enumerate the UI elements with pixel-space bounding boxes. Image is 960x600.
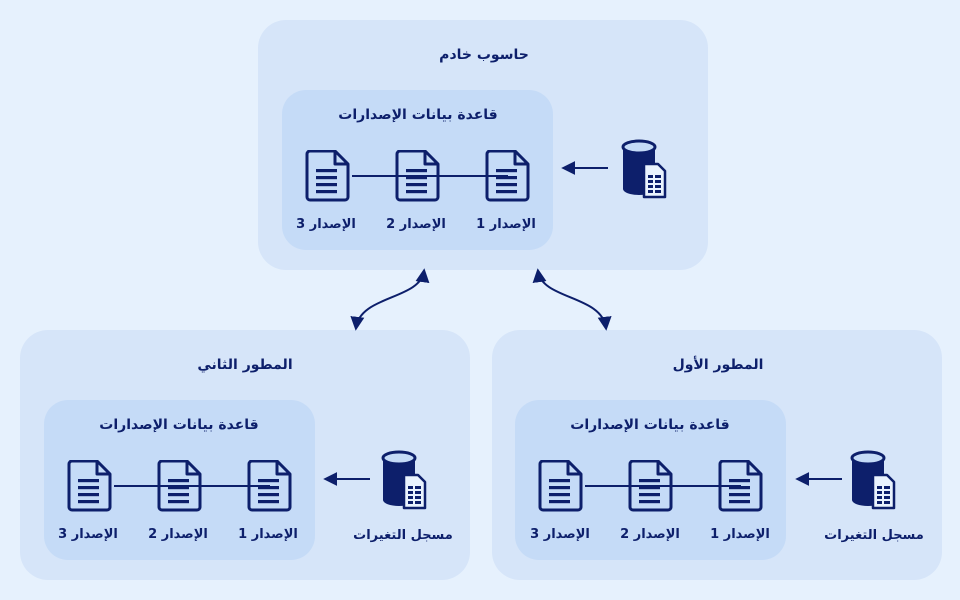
version-2-label: الإصدار 2 — [148, 527, 208, 542]
version-3-label: الإصدار 3 — [530, 527, 590, 542]
server-database-title: قاعدة بيانات الإصدارات — [338, 107, 498, 123]
connector-line — [585, 485, 741, 487]
version-1-label: الإصدار 1 — [476, 217, 536, 232]
developer-two-panel: المطور الثاني قاعدة بيانات الإصدارات الإ… — [20, 330, 470, 580]
version-2-label: الإصدار 2 — [386, 217, 446, 232]
developer-one-database-title: قاعدة بيانات الإصدارات — [570, 417, 730, 433]
developer-two-database-title: قاعدة بيانات الإصدارات — [99, 417, 259, 433]
server-title: حاسوب خادم — [439, 47, 529, 63]
developer-two-title: المطور الثاني — [197, 357, 293, 373]
version-1-label: الإصدار 1 — [710, 527, 770, 542]
server-version-database: قاعدة بيانات الإصدارات الإصدار 1 الإصدار… — [282, 90, 553, 250]
double-arrow-icon — [532, 268, 612, 331]
version-3-label: الإصدار 3 — [58, 527, 118, 542]
server-panel: حاسوب خادم قاعدة بيانات الإصدارات الإصدا… — [258, 20, 708, 270]
connector-line — [114, 485, 270, 487]
connector-line — [352, 175, 508, 177]
version-1-label: الإصدار 1 — [238, 527, 298, 542]
version-3-label: الإصدار 3 — [296, 217, 356, 232]
version-2-label: الإصدار 2 — [620, 527, 680, 542]
developer-one-title: المطور الأول — [672, 357, 764, 373]
changelog-label: مسجل التغيرات — [353, 528, 453, 543]
developer-one-version-database: قاعدة بيانات الإصدارات الإصدار 1 الإصدار… — [515, 400, 786, 560]
developer-two-version-database: قاعدة بيانات الإصدارات الإصدار 1 الإصدار… — [44, 400, 315, 560]
double-arrow-icon — [350, 268, 430, 331]
developer-one-panel: المطور الأول قاعدة بيانات الإصدارات الإص… — [492, 330, 942, 580]
changelog-label: مسجل التغيرات — [824, 528, 924, 543]
